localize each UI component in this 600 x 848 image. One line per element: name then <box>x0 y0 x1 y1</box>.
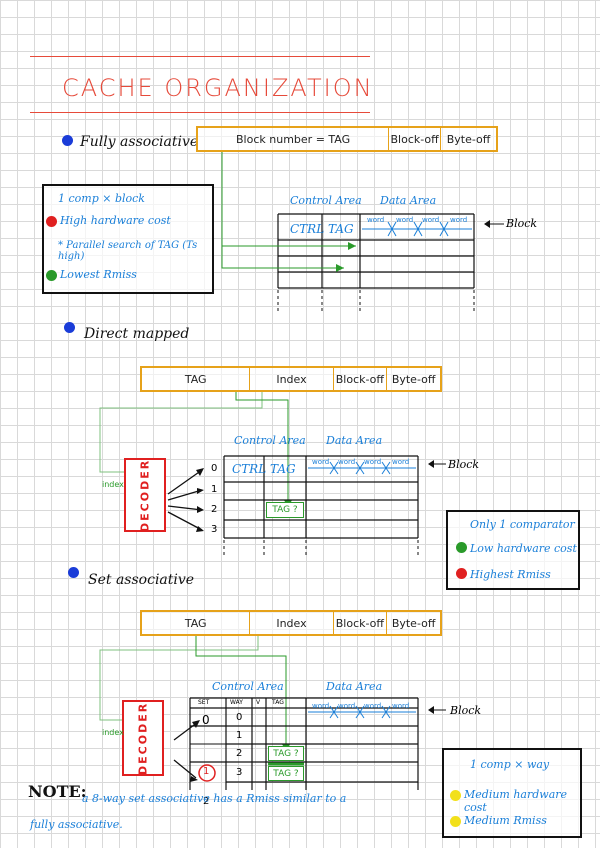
fully-ctrl-header: CTRL <box>290 222 325 236</box>
direct-word-2: word <box>338 458 356 466</box>
set-label-2: 2 <box>203 796 210 807</box>
note-text: a 8-way set associative has a Rmiss simi… <box>30 792 347 831</box>
title-top-line <box>30 56 370 57</box>
fully-word-4: word <box>450 216 468 224</box>
set-tag-check-2: TAG ? <box>268 766 304 781</box>
set-label-0: 0 <box>202 713 210 727</box>
direct-note-miss: Highest Rmiss <box>470 568 551 581</box>
set-note-comp: 1 comp × way <box>470 758 550 771</box>
red-dot-icon <box>456 568 467 579</box>
set-address-format: TAG Index Block-off Byte-off <box>140 610 442 636</box>
title-bottom-line <box>30 112 370 113</box>
bullet-icon <box>64 322 75 333</box>
yellow-dot-icon <box>450 816 461 827</box>
bullet-icon <box>68 567 79 578</box>
direct-note-comp: Only 1 comparator <box>470 518 575 531</box>
set-decoder-label: DECODER <box>136 701 150 775</box>
direct-tag-field: TAG <box>142 368 251 390</box>
fully-address-format: Block number = TAG Block-off Byte-off <box>196 126 498 152</box>
fully-heading: Fully associative <box>80 134 199 150</box>
bullet-icon <box>62 135 73 146</box>
yellow-dot-icon <box>450 790 461 801</box>
set-header: SET <box>198 699 210 706</box>
direct-ctrl-header: CTRL <box>232 462 267 476</box>
direct-address-format: TAG Index Block-off Byte-off <box>140 366 442 392</box>
direct-word-3: word <box>364 458 382 466</box>
direct-row-2: 2 <box>211 504 218 515</box>
direct-row-3: 3 <box>211 524 218 535</box>
fully-block-off-field: Block-off <box>389 128 442 150</box>
direct-word-1: word <box>312 458 330 466</box>
green-dot-icon <box>456 542 467 553</box>
set-word-4: word <box>392 702 410 710</box>
direct-row-1: 1 <box>211 484 218 495</box>
set-note-miss: Medium Rmiss <box>464 814 547 827</box>
direct-data-area-label: Data Area <box>326 434 383 447</box>
fully-note-cost: High hardware cost <box>60 214 171 227</box>
fully-tag-field: Block number = TAG <box>198 128 390 150</box>
direct-block-off-field: Block-off <box>334 368 388 390</box>
set-note-cost: Medium hardware cost <box>464 788 568 814</box>
fully-tag-header: TAG <box>328 222 354 236</box>
set-notes-box: 1 comp × way Medium hardware cost Medium… <box>442 748 582 838</box>
fully-note-search: * Parallel search of TAG (Ts high) <box>58 240 198 262</box>
fully-word-1: word <box>367 216 385 224</box>
fully-word-2: word <box>396 216 414 224</box>
fully-byte-off-field: Byte-off <box>446 132 491 146</box>
direct-notes-box: Only 1 comparator Low hardware cost High… <box>446 510 580 590</box>
direct-tag-header: TAG <box>270 462 296 476</box>
set-heading: Set associative <box>88 572 195 588</box>
set-decoder: DECODER <box>122 700 164 776</box>
direct-word-4: word <box>392 458 410 466</box>
fully-note-miss: Lowest Rmiss <box>60 268 137 281</box>
set-word-1: word <box>312 702 330 710</box>
fully-block-label: Block <box>506 217 538 230</box>
direct-block-label: Block <box>448 458 480 471</box>
set-control-area-label: Control Area <box>212 680 284 693</box>
direct-byte-off-field: Byte-off <box>391 372 436 386</box>
direct-index-field: Index <box>250 368 334 390</box>
red-dot-icon <box>46 216 57 227</box>
way-header: WAY <box>230 699 243 706</box>
page-title: CACHE ORGANIZATION <box>62 74 374 102</box>
way-label-1: 1 <box>236 730 243 741</box>
note-label: NOTE: <box>28 782 87 801</box>
set-word-3: word <box>364 702 382 710</box>
fully-data-area-label: Data Area <box>380 194 437 207</box>
fully-word-3: word <box>422 216 440 224</box>
direct-index-label: index <box>102 480 124 489</box>
fully-note-comp: 1 comp × block <box>58 192 145 205</box>
set-block-off-field: Block-off <box>334 612 388 634</box>
set-data-area-label: Data Area <box>326 680 383 693</box>
v-header: V <box>256 699 261 706</box>
way-label-0: 0 <box>236 712 243 723</box>
direct-tag-check: TAG ? <box>266 502 304 518</box>
direct-note-cost: Low hardware cost <box>470 542 577 555</box>
way-label-2: 2 <box>236 748 243 759</box>
tag-header: TAG <box>272 699 284 706</box>
set-word-2: word <box>338 702 356 710</box>
set-index-label: index <box>102 728 124 737</box>
green-dot-icon <box>46 270 57 281</box>
fully-notes-box: 1 comp × block High hardware cost * Para… <box>42 184 214 294</box>
direct-row-0: 0 <box>211 463 218 474</box>
way-label-3: 3 <box>236 767 243 778</box>
set-tag-field: TAG <box>142 612 251 634</box>
set-byte-off-field: Byte-off <box>391 616 436 630</box>
set-index-field: Index <box>250 612 334 634</box>
set-label-1: 1 <box>203 766 210 777</box>
direct-heading: Direct mapped <box>84 326 190 342</box>
set-tag-check-1: TAG ? <box>268 746 304 761</box>
fully-control-area-label: Control Area <box>290 194 362 207</box>
set-block-label: Block <box>450 704 482 717</box>
